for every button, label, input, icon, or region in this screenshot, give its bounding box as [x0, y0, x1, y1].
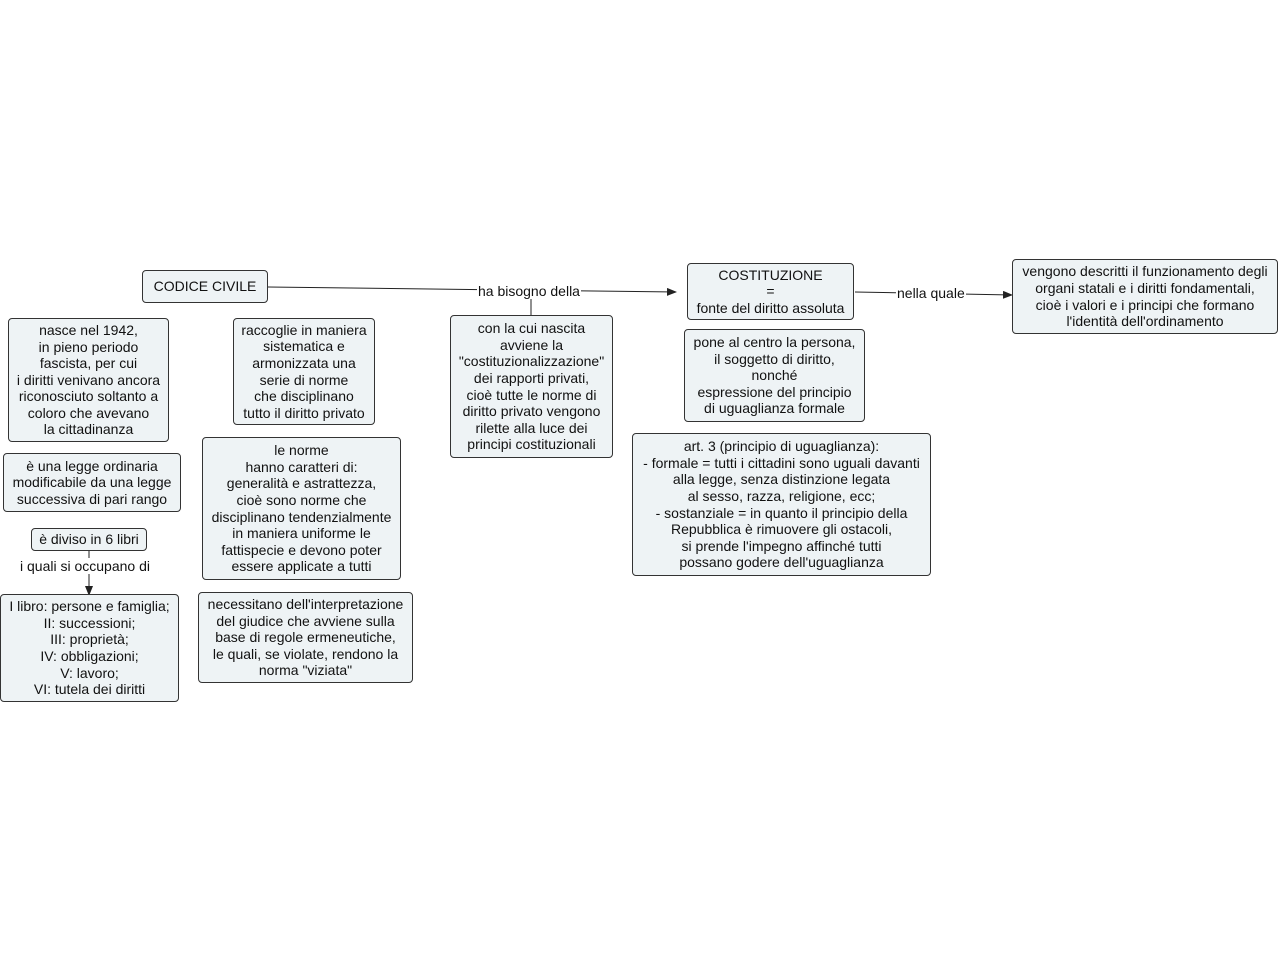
link-label-nella-quale: nella quale [896, 285, 966, 301]
node-le-norme[interactable]: le norme hanno caratteri di: generalità … [202, 437, 401, 580]
node-codice-civile[interactable]: CODICE CIVILE [142, 270, 268, 303]
node-libri[interactable]: I libro: persone e famiglia; II: success… [0, 594, 179, 702]
node-raccoglie[interactable]: raccoglie in maniera sistematica e armon… [233, 318, 375, 425]
node-costituzione[interactable]: COSTITUZIONE = fonte del diritto assolut… [687, 263, 854, 320]
node-legge-ordinaria[interactable]: è una legge ordinaria modificabile da un… [3, 453, 181, 512]
node-nasce-1942[interactable]: nasce nel 1942, in pieno periodo fascist… [8, 318, 169, 442]
node-vengono-descritti[interactable]: vengono descritti il funzionamento degli… [1012, 259, 1278, 334]
node-interpretazione[interactable]: necessitano dell'interpretazione del giu… [198, 592, 413, 683]
node-persona[interactable]: pone al centro la persona, il soggetto d… [684, 329, 865, 422]
edge-codice-to-costituzione [267, 286, 677, 296]
node-art3[interactable]: art. 3 (principio di uguaglianza): - for… [632, 433, 931, 576]
node-costituzionalizzazione[interactable]: con la cui nascita avviene la "costituzi… [450, 315, 613, 458]
link-label-quali-occupano: i quali si occupano di [19, 558, 151, 574]
node-diviso-6-libri[interactable]: è diviso in 6 libri [31, 528, 147, 551]
link-label-ha-bisogno: ha bisogno della [477, 283, 581, 299]
